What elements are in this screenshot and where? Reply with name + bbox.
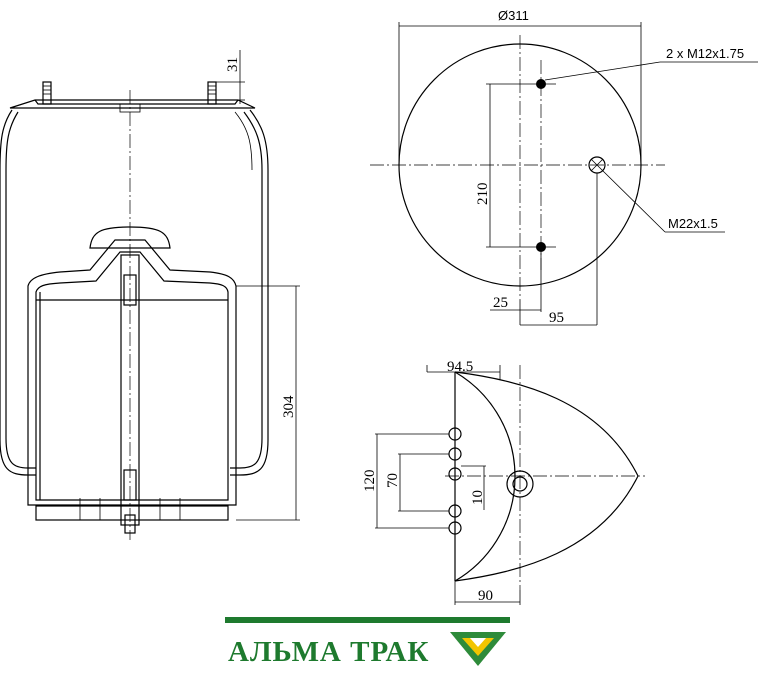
stud-right (207, 81, 217, 105)
bellows-outer-right (230, 109, 269, 476)
brand-logo (450, 632, 506, 666)
dim-piston-height: 304 (281, 395, 297, 418)
stud-left (42, 81, 52, 105)
bottom-view: 94.5 120 70 10 90 (362, 359, 645, 605)
brand-bar (225, 617, 510, 623)
dim-port-offset: 95 (549, 310, 564, 326)
brand-name: АЛЬМА ТРАК (228, 636, 430, 668)
dim-bottom-offset-bottom: 90 (478, 588, 493, 604)
piston-body (27, 239, 237, 506)
dim-stud-height: 31 (225, 57, 241, 72)
dim-bottom-span-outer: 120 (362, 470, 378, 493)
dim-bottom-span-inner: 70 (385, 473, 401, 488)
center-nut-outer (506, 470, 534, 498)
center-rod (120, 254, 140, 526)
piston-base (35, 505, 229, 521)
bellows-outer-left (0, 109, 36, 476)
stud-callout: 2 x M12x1.75 (666, 46, 744, 61)
bottom-plate-arc (454, 371, 516, 582)
dim-stud-spacing: 210 (475, 183, 491, 206)
port-callout: M22x1.5 (668, 216, 718, 231)
mount-hole-3 (448, 467, 462, 481)
bump-stop (89, 226, 171, 249)
dim-stud-offset: 25 (493, 295, 508, 311)
side-view: 31 304 (0, 50, 300, 540)
center-nut-inner (512, 476, 528, 492)
dim-bottom-offset-top: 94.5 (447, 359, 473, 375)
dim-bottom-span-small: 10 (470, 490, 486, 505)
top-view: Ø311 210 2 x M12x1.75 M22x1.5 25 95 (370, 8, 758, 326)
dim-top-diameter: Ø311 (498, 8, 529, 23)
